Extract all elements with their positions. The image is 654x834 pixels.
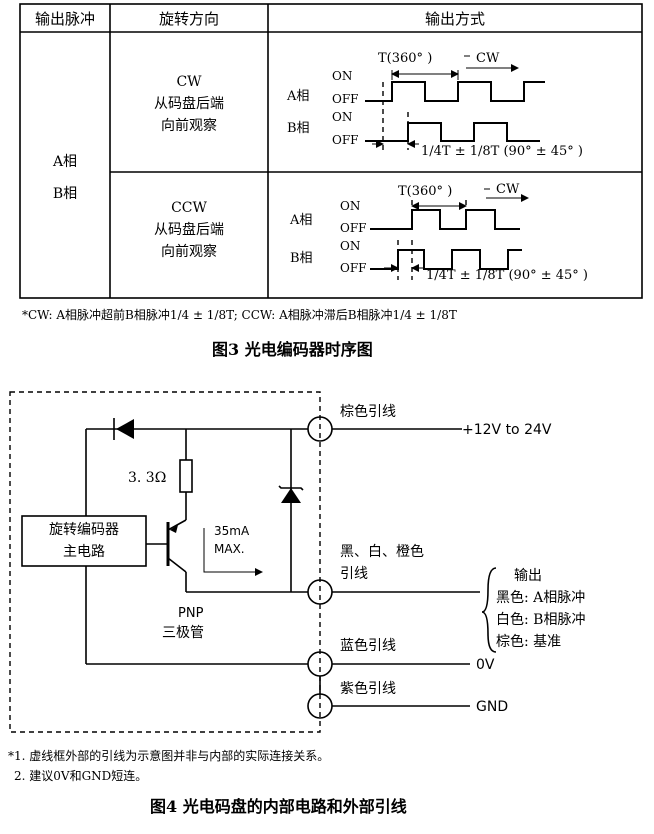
ccw-waveform: T(360° ) CW A相 ON OFF B相 ON OFF 1/4T ± 1… [289,182,588,283]
zero-volt-label: 0V [476,657,495,673]
signal-wire-label-1: 黑、白、橙色 [340,543,424,560]
blue-wire-label: 蓝色引线 [340,637,396,654]
timing-table [19,3,643,299]
output-title: 输出 [514,568,542,584]
resistor-icon [179,459,193,493]
ccw-arrow-label: CW [496,182,520,197]
circuit-diagram [9,391,497,733]
cw-a-pulse-train [365,81,545,102]
cw-waveform: T(360° ) CW A相 ON OFF B相 ON OFF 1/4T ± 1… [286,51,583,159]
fig3-footnote: *CW: A相脉冲超前B相脉冲1/4 ± 1/8T; CCW: A相脉冲滞后B相… [22,307,457,322]
cw-a-off: OFF [332,92,359,106]
header-output-pulse: 输出脉冲 [35,10,95,28]
current-max: MAX. [214,542,245,556]
cw-phase-offset: 1/4T ± 1/8T (90° ± 45° ) [421,144,583,159]
cw-phase-a: A相 [286,89,309,104]
ccw-phase-offset: 1/4T ± 1/8T (90° ± 45° ) [426,268,588,283]
ccw-phase-a: A相 [289,213,312,228]
cw-b-on: ON [332,110,352,124]
output-brown: 棕色: 基准 [496,633,561,650]
pulse-label-b: B相 [53,186,77,202]
cw-view-line2: 向前观察 [161,117,217,134]
output-white: 白色: B相脉冲 [496,611,585,628]
ccw-a-on: ON [340,199,360,213]
ccw-view-line1: 从码盘后端 [154,221,224,238]
transistor-label: 三极管 [162,625,204,641]
ccw-a-off: OFF [340,221,367,235]
signal-wire-label-2: 引线 [340,566,368,582]
cw-arrow-label: CW [476,51,500,66]
transistor-type: PNP [178,606,204,621]
diode-icon [116,419,134,439]
cw-period-label: T(360° ) [378,51,432,66]
ccw-period-label: T(360° ) [398,184,452,199]
output-black: 黑色: A相脉冲 [496,589,585,606]
main-circuit-line1: 旋转编码器 [49,522,119,538]
cw-phase-b: B相 [287,121,310,136]
pulse-label-a: A相 [52,154,77,170]
gnd-label: GND [476,699,508,715]
dashed-boundary [9,391,321,733]
zener-diode-icon [281,488,301,503]
fig4-caption: 图4 光电码盘的内部电路和外部引线 [150,797,407,816]
cw-direction: CW [176,74,202,90]
current-value: 35mA [214,524,250,538]
fig3-caption: 图3 光电编码器时序图 [212,340,373,359]
ccw-b-on: ON [340,239,360,253]
cw-b-pulse-train [365,122,540,142]
cw-b-off: OFF [332,133,359,147]
supply-voltage: +12V to 24V [462,422,552,438]
purple-wire-label: 紫色引线 [340,680,396,697]
resistor-value: 3. 3Ω [128,470,166,486]
terminal-blue [307,651,333,677]
terminal-output [307,579,333,605]
header-rotation-direction: 旋转方向 [159,10,219,28]
header-output-mode: 输出方式 [425,10,485,28]
brown-wire-label: 棕色引线 [340,403,396,420]
ccw-b-off: OFF [340,261,367,275]
cw-view-line1: 从码盘后端 [154,95,224,112]
fig4-note-1: *1. 虚线框外部的引线为示意图并非与内部的实际连接关系。 [8,748,329,763]
ccw-direction: CCW [171,200,207,216]
ccw-a-pulse-train [370,209,520,230]
encoder-main-circuit-box [21,515,147,567]
ccw-b-pulse-train [370,249,522,270]
cw-a-on: ON [332,69,352,83]
ccw-view-line2: 向前观察 [161,243,217,260]
fig4-note-2: 2. 建议0V和GND短连。 [14,768,147,783]
ccw-phase-b: B相 [290,251,313,266]
main-circuit-line2: 主电路 [63,544,105,560]
